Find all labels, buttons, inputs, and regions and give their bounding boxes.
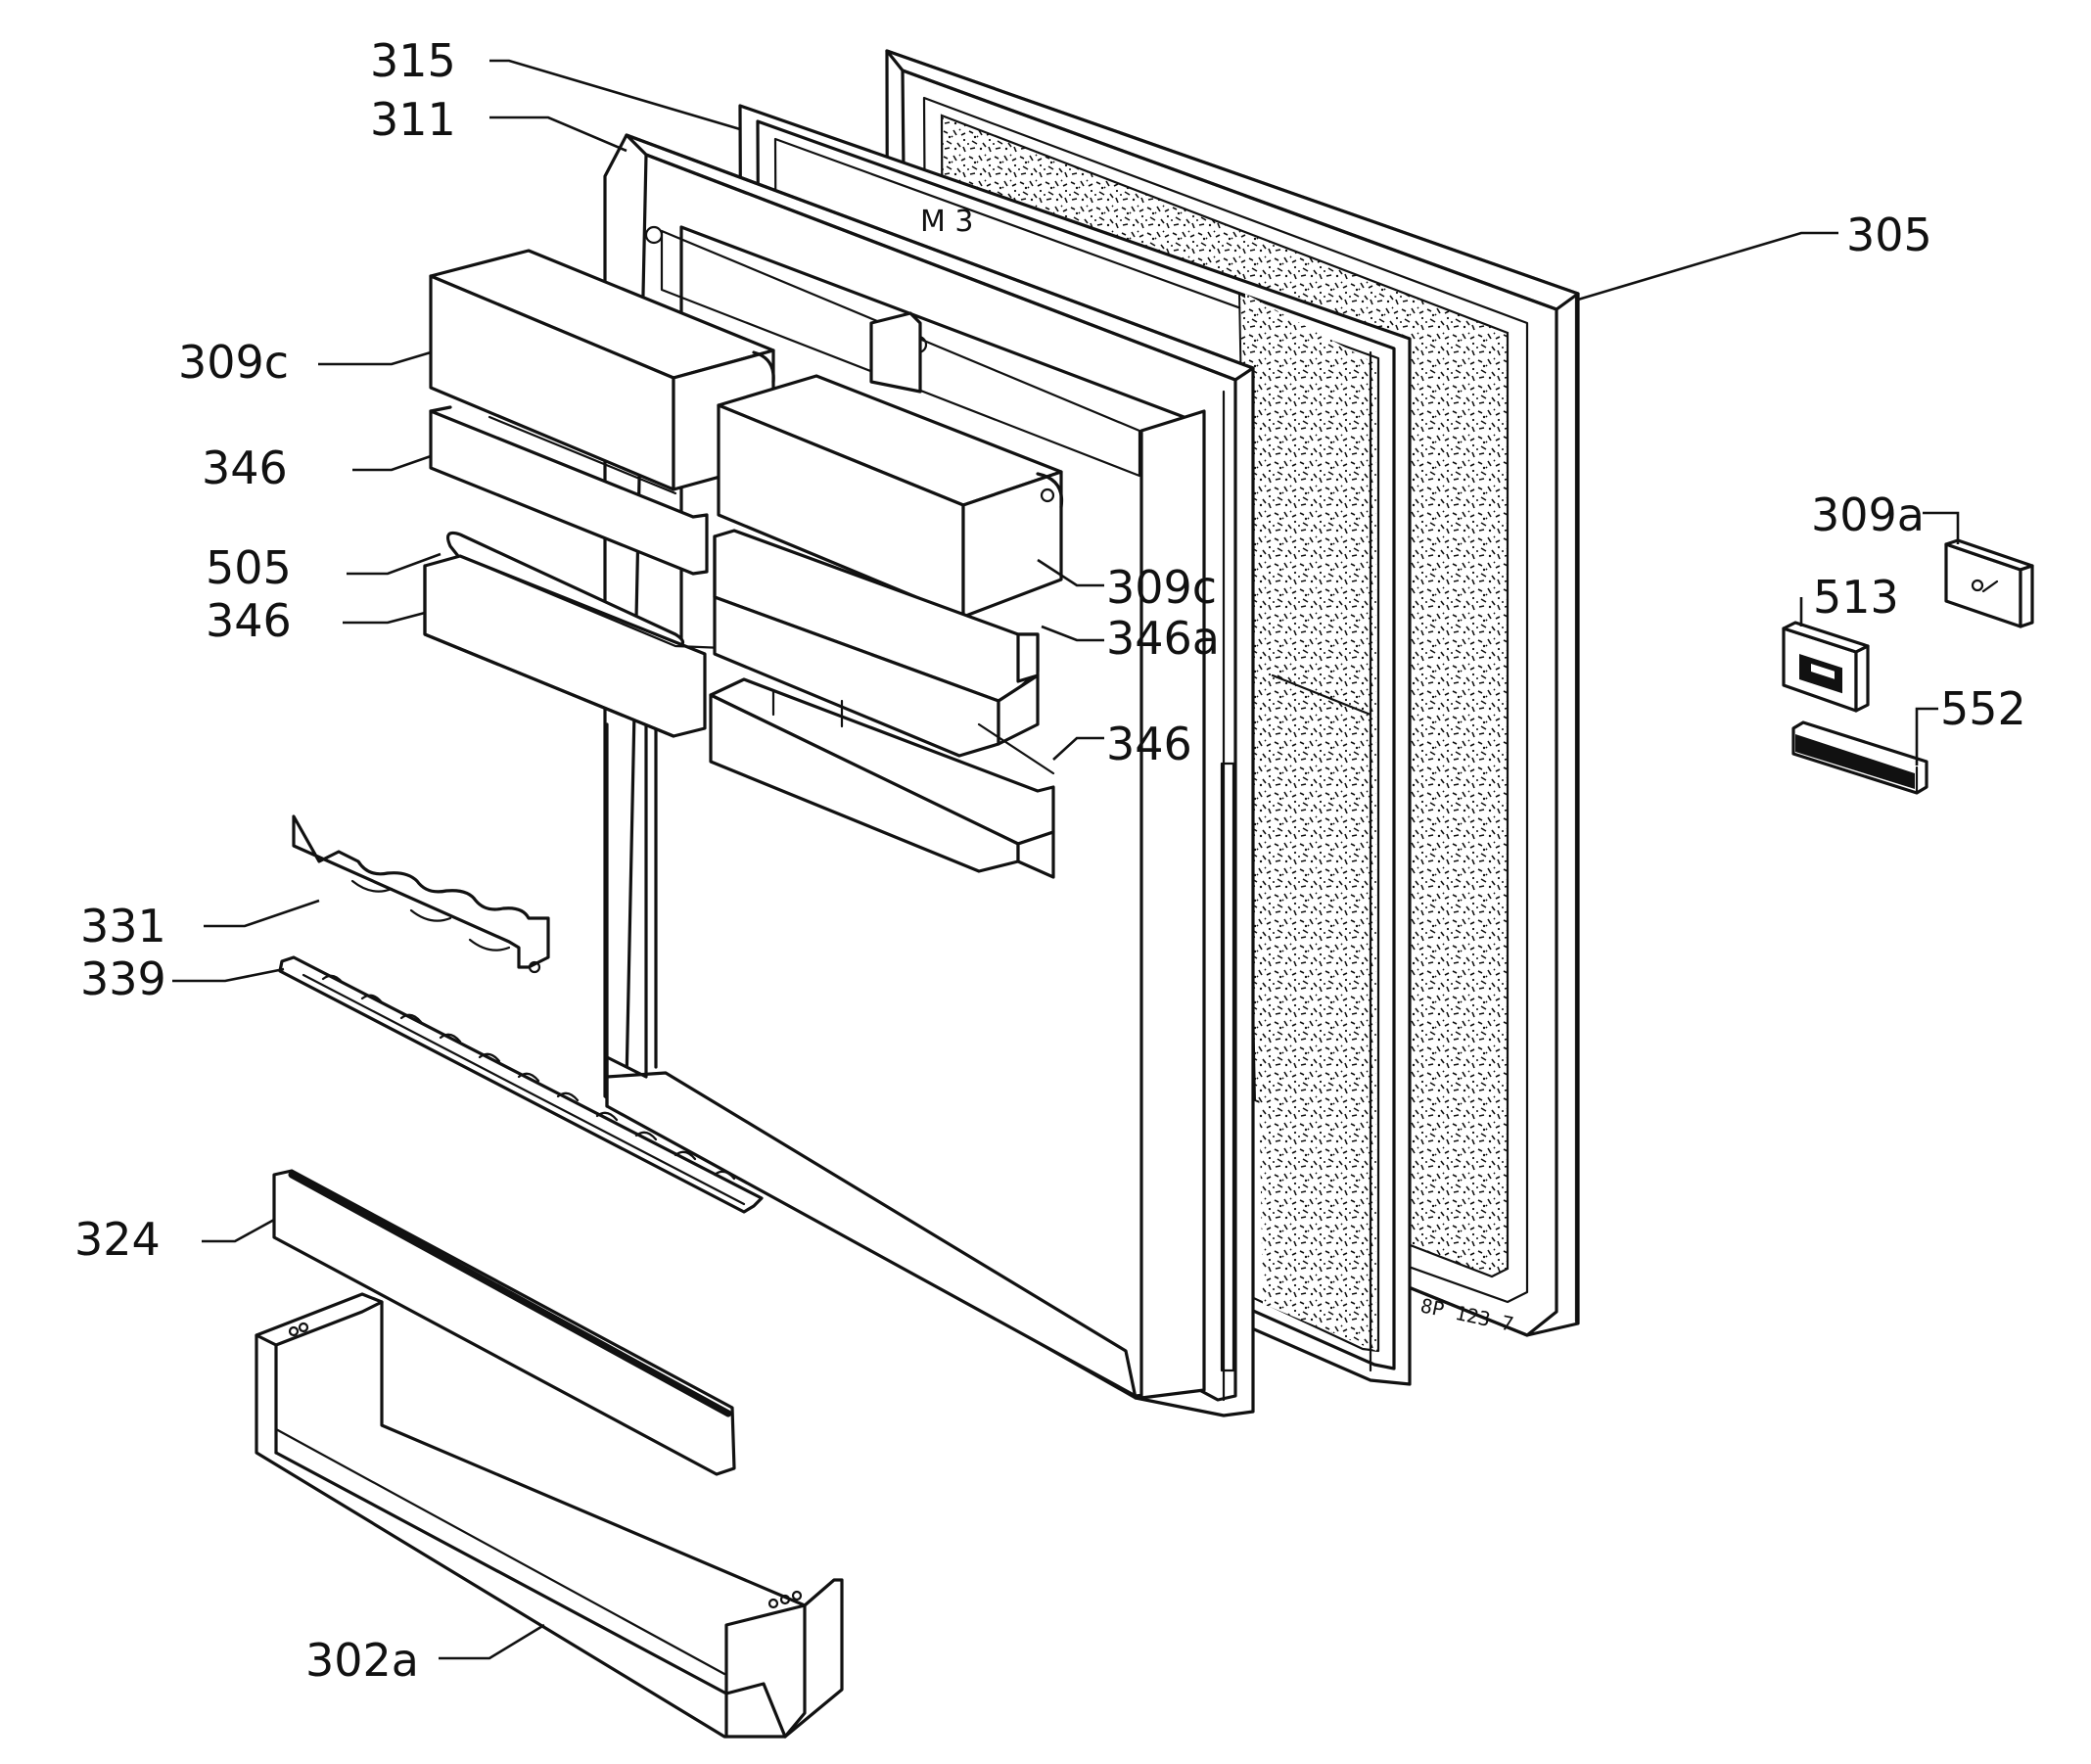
leader-315: [489, 59, 741, 131]
door-shelf-346-top-left: [429, 405, 709, 576]
trim-strip-324: [272, 1169, 736, 1476]
door-shelf-346-right: [709, 677, 1055, 879]
leader-lines: [172, 59, 1960, 1660]
leader-346-b: [343, 611, 426, 625]
label-302a: 302a: [305, 1634, 419, 1687]
leader-552: [1915, 707, 1938, 766]
label-331: 331: [80, 900, 166, 952]
door-shelf-346a: [713, 529, 1040, 758]
leader-302a: [439, 1623, 545, 1660]
label-346-b: 346: [206, 594, 292, 647]
label-346-a: 346: [202, 441, 288, 494]
retainer-teeth: [321, 974, 736, 1181]
label-339: 339: [80, 952, 166, 1005]
leader-305: [1577, 231, 1838, 302]
leader-339: [172, 967, 285, 983]
door-marking: M 3: [920, 205, 974, 239]
hinge-pin-cover-552: [1791, 720, 1928, 795]
leader-346a: [1041, 625, 1104, 642]
label-309c-left: 309c: [178, 336, 289, 389]
label-552: 552: [1940, 682, 2026, 735]
bottle-shelf-302a: [255, 1292, 844, 1739]
dairy-lid-309c-left: [429, 249, 775, 491]
label-346a: 346a: [1106, 612, 1220, 665]
label-346-c: 346: [1106, 718, 1192, 770]
door-shelf-346-left: [423, 554, 726, 738]
label-309c-right: 309c: [1106, 561, 1217, 614]
label-513: 513: [1813, 571, 1899, 624]
label-309a: 309a: [1811, 488, 1925, 541]
part-labels: 315 311 305 309c 346 505 346 309c 346a 3…: [74, 34, 2026, 1687]
leader-309a: [1923, 511, 1960, 544]
leader-311: [489, 116, 627, 153]
leader-346-c: [1052, 736, 1104, 761]
label-315: 315: [370, 34, 456, 87]
label-505: 505: [206, 541, 292, 594]
hinge-cover-309a: [1944, 538, 2034, 628]
leader-505: [347, 552, 441, 576]
leader-309c-left: [318, 350, 432, 366]
leader-324: [202, 1218, 275, 1243]
leader-309c-right: [1037, 558, 1104, 587]
label-305: 305: [1846, 209, 1932, 261]
hinge-bracket-513: [1782, 621, 1870, 713]
leader-346-a: [352, 454, 432, 472]
bottle-retainer-331: [292, 814, 550, 974]
label-311: 311: [370, 93, 456, 146]
label-324: 324: [74, 1213, 161, 1266]
leader-331: [204, 899, 320, 928]
